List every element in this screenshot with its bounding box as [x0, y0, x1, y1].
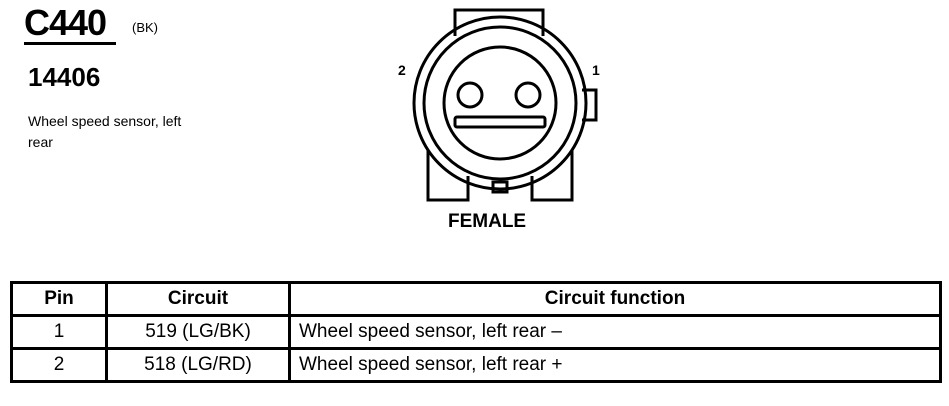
connector-bottom-key [491, 180, 509, 194]
circuit-value: 518 (LG/RD) [105, 347, 291, 383]
header-circuit-function: Circuit function [288, 281, 942, 317]
terminal-cavity-1 [514, 81, 542, 109]
pin-label-1: 1 [592, 62, 600, 78]
connector-right-leg [530, 150, 574, 202]
pin-label-2: 2 [398, 62, 406, 78]
table-row: 1 519 (LG/BK) Wheel speed sensor, left r… [10, 314, 942, 350]
terminal-cavity-2 [456, 81, 484, 109]
header-pin: Pin [10, 281, 108, 317]
connector-id: C440 [24, 2, 107, 43]
circuit-function-value: Wheel speed sensor, left rear – [288, 314, 942, 350]
pin-table-header: Pin Circuit Circuit function [10, 281, 942, 317]
pin-number: 1 [10, 314, 108, 350]
connector-inner-ring [422, 25, 578, 181]
header-circuit: Circuit [105, 281, 291, 317]
connector-left-leg [426, 150, 470, 202]
part-number: 14406 [28, 62, 101, 92]
terminal-key-slot [453, 115, 547, 129]
connector-gender-label: FEMALE [448, 211, 527, 232]
connector-side-tab [582, 88, 598, 122]
connector-face-drawing [412, 8, 598, 202]
connector-description: Wheel speed sensor, left rear [28, 113, 182, 150]
connector-color: (BK) [132, 20, 158, 35]
pin-number: 2 [10, 347, 108, 383]
connector-top-latch [453, 8, 545, 36]
circuit-function-value: Wheel speed sensor, left rear + [288, 347, 942, 383]
pin-table: Pin Circuit Circuit function 1 519 (LG/B… [10, 281, 942, 383]
circuit-value: 519 (LG/BK) [105, 314, 291, 350]
connector-id-underline [24, 42, 116, 45]
connector-outer-housing [412, 15, 588, 191]
table-row: 2 518 (LG/RD) Wheel speed sensor, left r… [10, 347, 942, 383]
terminal-face [442, 45, 558, 161]
